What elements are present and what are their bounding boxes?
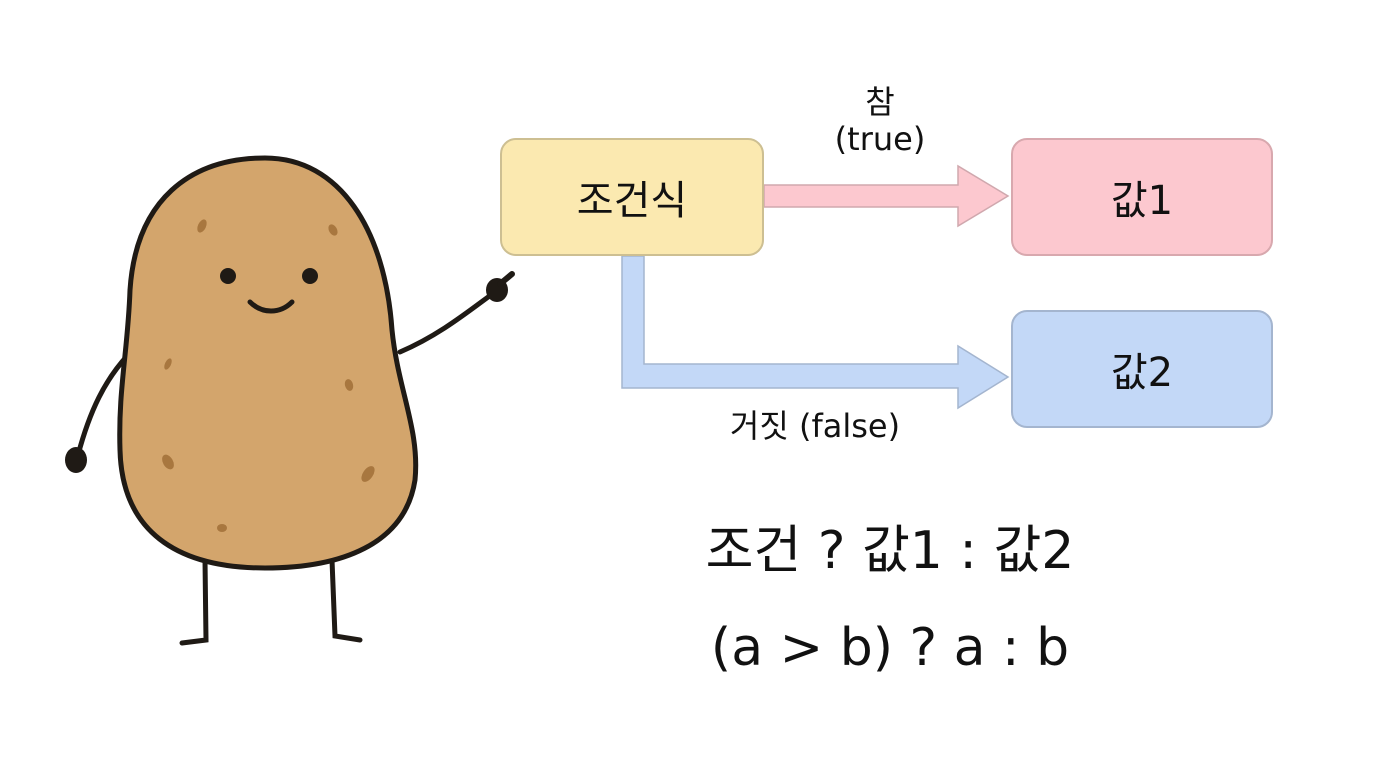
false-arrow [621, 255, 1010, 410]
right-eye [302, 268, 318, 284]
value1-label: 값1 [1110, 178, 1174, 224]
condition-box: 조건식 [500, 138, 764, 256]
true-label-english: (true) [834, 119, 926, 158]
potato-mascot [65, 155, 515, 646]
true-label-korean: 참 [865, 83, 895, 121]
value2-box: 값2 [1011, 310, 1273, 428]
false-label: 거짓 (false) [729, 407, 901, 445]
true-label: 참 (true) [800, 84, 960, 158]
true-arrow [763, 164, 1010, 228]
formula-general: 조건 ? 값1 : 값2 [705, 521, 1075, 581]
condition-label: 조건식 [576, 178, 688, 224]
formula-example: (a > b) ? a : b [710, 618, 1070, 678]
value2-label: 값2 [1110, 350, 1174, 396]
value1-box: 값1 [1011, 138, 1273, 256]
left-eye [220, 268, 236, 284]
